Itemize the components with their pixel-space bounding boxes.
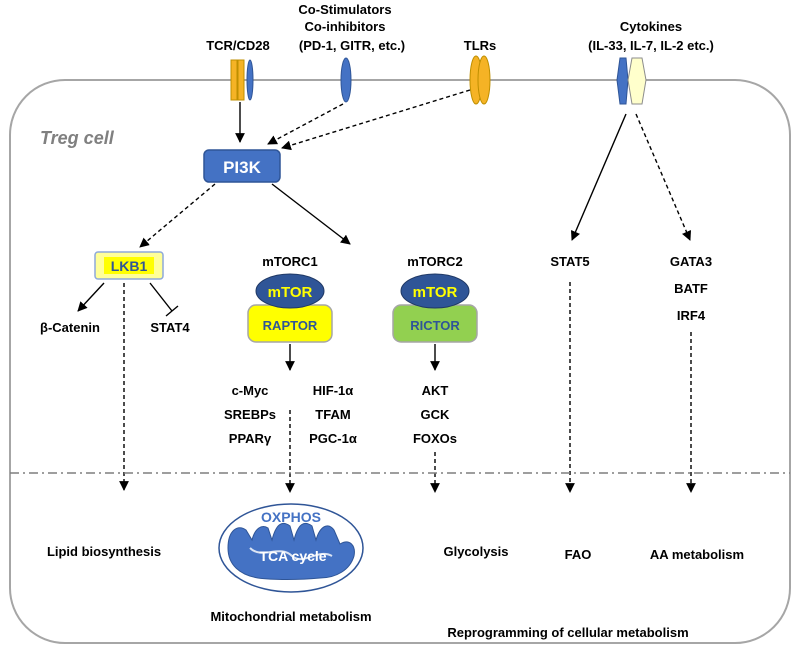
cytokine-receptor [616,57,647,105]
costim-receptor [340,57,352,103]
arrow-tlr-pi3k [281,89,471,151]
target-hif1a: HIF-1α [313,383,354,398]
costim-label-1: Co-Stimulators [298,2,391,17]
oxphos-label: OXPHOS [261,509,321,525]
cytokines-label-1: Cytokines [620,19,682,34]
tf-group: GATA3 BATF IRF4 [670,254,712,323]
costim-label-3: (PD-1, GITR, etc.) [299,38,405,53]
target-akt: AKT [422,383,449,398]
target-cmyc: c-Myc [232,383,269,398]
arrow-lkb1-betacatenin [77,282,105,312]
mtor1-label: mTOR [268,284,313,301]
mitochondrion [218,503,364,593]
mtor1-ellipse [255,273,325,309]
arrow-cytokine-gata3 [635,113,692,241]
costim-label-2: Co-inhibitors [305,19,386,34]
irf4-label: IRF4 [677,308,706,323]
cytokines-label-2: (IL-33, IL-7, IL-2 etc.) [588,38,714,53]
arrow-cytokine-stat5 [570,113,627,241]
fao-label: FAO [565,547,592,562]
lkb1-label: LKB1 [111,258,148,274]
cell-membrane [9,79,791,644]
tcr-label: TCR/CD28 [206,38,270,53]
gata3-label: GATA3 [670,254,712,269]
arrow-pi3k-lkb1 [139,183,216,248]
batf-label: BATF [674,281,708,296]
target-pgc1a: PGC-1α [309,431,357,446]
mtorc1-targets-right: HIF-1α TFAM PGC-1α [309,383,357,446]
raptor-label: RAPTOR [263,318,318,333]
inhibit-lkb1-stat4 [149,282,173,312]
inhibit-bar [165,305,179,317]
target-srebps: SREBPs [224,407,276,422]
target-foxos: FOXOs [413,431,457,446]
tlrs-label: TLRs [464,38,497,53]
mtor2-label: mTOR [413,284,458,301]
cell-label: Treg cell [40,128,115,148]
tlr-receptor [469,55,491,105]
mito-label: Mitochondrial metabolism [210,609,371,624]
aa-label: AA metabolism [650,547,744,562]
tcr-receptor [230,59,254,101]
lipid-label: Lipid biosynthesis [47,544,161,559]
pi3k-label: PI3K [223,158,262,177]
tca-label: TCA cycle [259,548,326,564]
reprogramming-label: Reprogramming of cellular metabolism [447,625,688,640]
pi3k-box [203,149,281,183]
target-tfam: TFAM [315,407,350,422]
arrow-costim-pi3k [267,103,344,145]
target-ppargamma: PPARγ [229,431,272,446]
rictor-label: RICTOR [410,318,460,333]
mtorc1-label: mTORC1 [262,254,317,269]
mtorc1-targets-left: c-Myc SREBPs PPARγ [224,383,276,446]
mtorc2-targets: AKT GCK FOXOs [413,383,457,446]
stat5-label: STAT5 [550,254,589,269]
beta-catenin-label: β-Catenin [40,320,100,335]
glycolysis-label: Glycolysis [443,544,508,559]
stat4-label: STAT4 [150,320,190,335]
mtor2-ellipse [400,273,470,309]
target-gck: GCK [421,407,451,422]
mtorc2-label: mTORC2 [407,254,462,269]
arrow-pi3k-mtorc1 [271,183,351,245]
